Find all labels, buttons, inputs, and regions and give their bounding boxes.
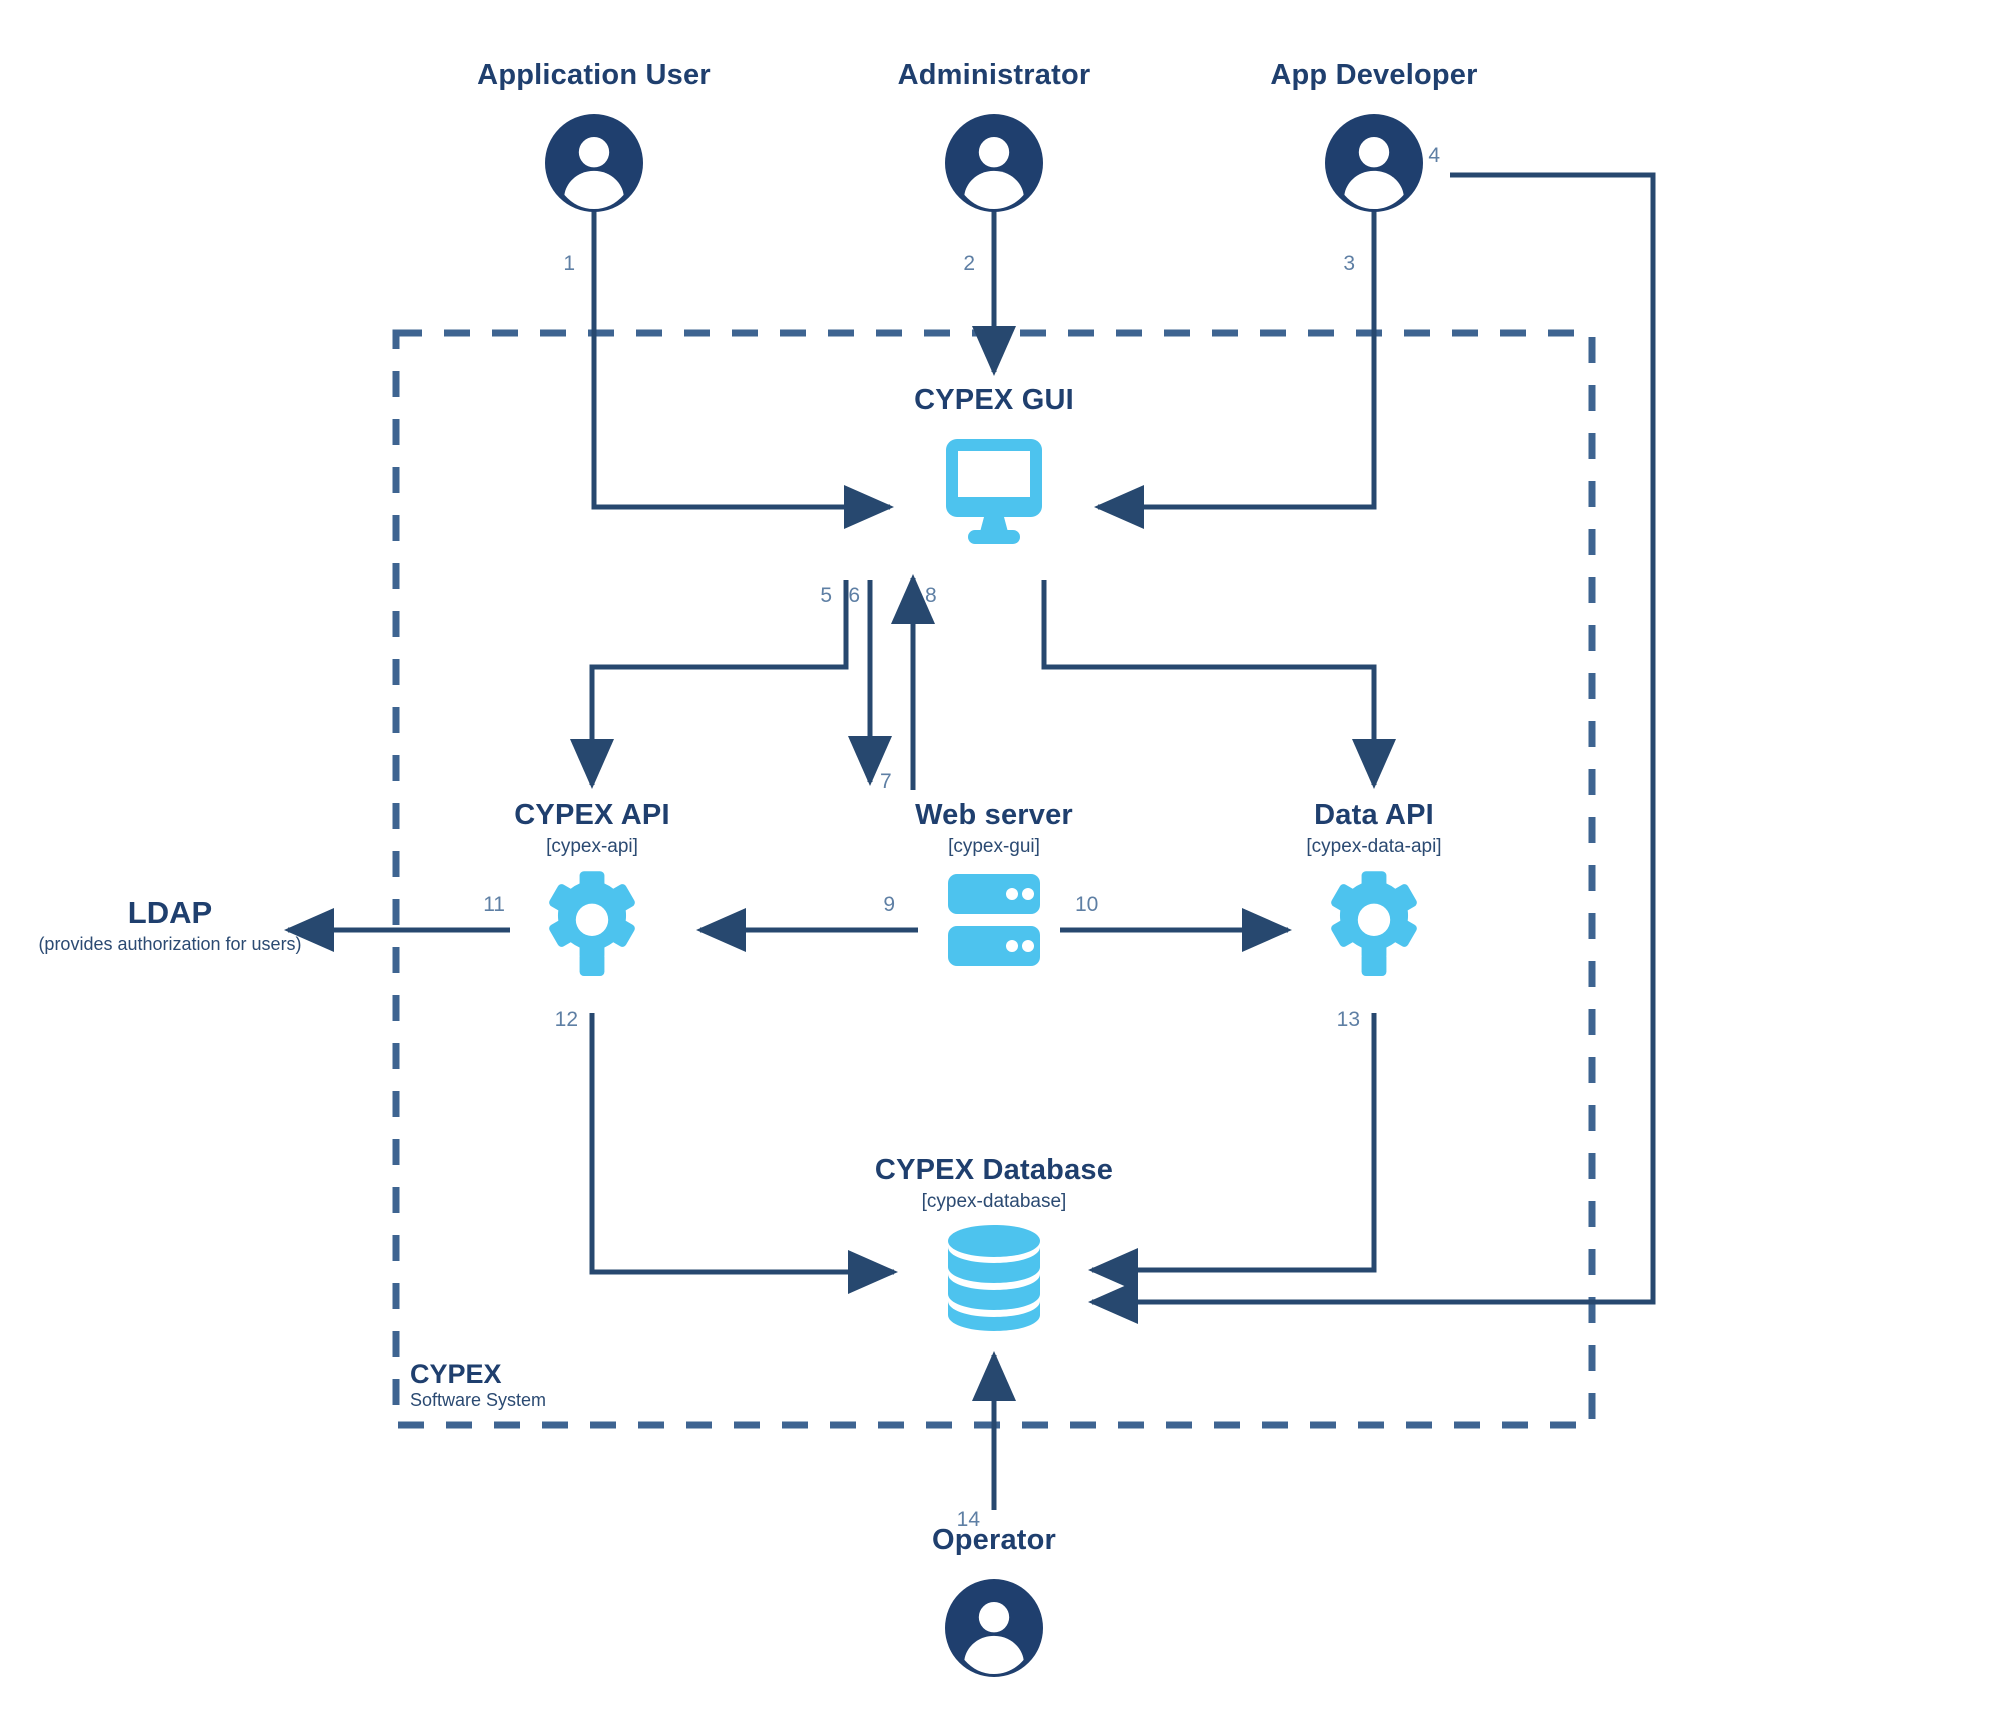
flow-8-branch-path	[1041, 580, 1396, 790]
container-cypex-api[interactable]: CYPEX API [cypex-api]	[402, 799, 782, 976]
actor-operator[interactable]: Operator	[804, 1524, 1184, 1677]
actor-app-developer[interactable]: App Developer	[1184, 59, 1564, 212]
person-icon	[945, 113, 1043, 212]
flow-label-4: 4	[1428, 144, 1440, 167]
actor-administrator-label: Administrator	[897, 59, 1091, 91]
cypex-boundary-label: CYPEX Software System	[410, 1360, 790, 1411]
external-system-ldap-sublabel: (provides authorization for users)	[38, 934, 302, 954]
gear-icon	[1331, 871, 1417, 976]
monitor-icon	[946, 438, 1042, 544]
flow-label-1: 1	[563, 252, 575, 275]
actor-application-user[interactable]: Application User	[404, 59, 784, 212]
container-cypex-api-tech: [cypex-api]	[546, 835, 638, 857]
person-icon	[545, 113, 643, 212]
flow-label-6: 6	[848, 584, 860, 607]
flow-label-11: 11	[483, 893, 505, 916]
flow-label-9: 9	[883, 893, 895, 916]
flow-5-path	[570, 580, 849, 790]
container-web-server-label: Web server	[915, 799, 1073, 831]
flow-label-12: 12	[554, 1008, 578, 1031]
container-cypex-database-tech: [cypex-database]	[921, 1190, 1067, 1212]
flow-12-path	[589, 1013, 899, 1294]
person-icon	[1325, 113, 1423, 212]
container-cypex-gui-label: CYPEX GUI	[914, 384, 1074, 416]
container-cypex-database-label: CYPEX Database	[874, 1154, 1114, 1186]
flow-label-7: 7	[880, 770, 892, 793]
flow-label-13: 13	[1336, 1008, 1360, 1031]
database-icon	[948, 1224, 1040, 1331]
flow-label-14: 14	[956, 1508, 980, 1531]
container-web-server[interactable]: Web server [cypex-gui]	[804, 799, 1184, 970]
flow-1-path	[591, 198, 895, 529]
container-data-api[interactable]: Data API [cypex-data-api]	[1184, 799, 1564, 976]
person-icon	[945, 1578, 1043, 1677]
flow-label-8: 8	[925, 584, 937, 607]
container-cypex-gui[interactable]: CYPEX GUI	[804, 384, 1184, 547]
cypex-boundary-title: CYPEX	[410, 1359, 502, 1389]
cypex-boundary-subtitle: Software System	[410, 1390, 547, 1411]
flow-label-5: 5	[820, 584, 832, 607]
actor-operator-label: Operator	[931, 1524, 1057, 1556]
flow-4-path	[1087, 172, 1656, 1324]
gear-icon	[549, 871, 635, 976]
container-web-server-tech: [cypex-gui]	[948, 835, 1040, 857]
container-data-api-label: Data API	[1314, 799, 1434, 831]
actor-application-user-label: Application User	[477, 59, 711, 91]
actor-administrator[interactable]: Administrator	[804, 59, 1184, 212]
container-cypex-api-label: CYPEX API	[514, 799, 670, 831]
flow-label-10: 10	[1075, 893, 1099, 916]
flow-3-path	[1093, 198, 1377, 529]
container-cypex-database[interactable]: CYPEX Database [cypex-database]	[804, 1154, 1184, 1331]
external-system-ldap[interactable]: LDAP (provides authorization for users)	[0, 895, 340, 955]
flow-13-path	[1087, 1013, 1377, 1292]
container-data-api-tech: [cypex-data-api]	[1306, 835, 1442, 857]
server-icon	[948, 873, 1040, 966]
flow-label-2: 2	[963, 252, 975, 275]
actor-app-developer-label: App Developer	[1270, 59, 1478, 91]
external-system-ldap-label: LDAP	[127, 895, 213, 930]
flow-label-3: 3	[1343, 252, 1355, 275]
